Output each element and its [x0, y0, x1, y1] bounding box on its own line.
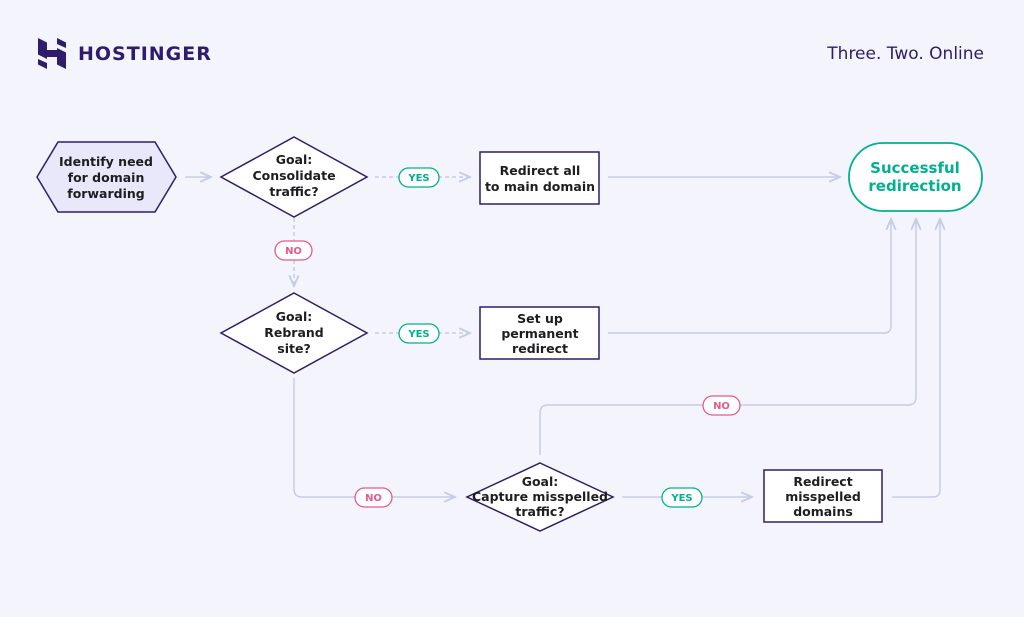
- yes-pill-misspelled-text: YES: [670, 493, 692, 504]
- decision-rebrand-line-1: Goal:: [276, 309, 313, 324]
- process-misspelled-line-3: domains: [793, 504, 853, 519]
- no-pill-consolidate: NO: [274, 240, 313, 261]
- start-node: Identify need for domain forwarding: [36, 141, 177, 213]
- process-redirect-main-line-1: Redirect all: [500, 163, 581, 178]
- process-permanent-line-3: redirect: [512, 341, 568, 356]
- yes-pill-rebrand-text: YES: [407, 329, 429, 340]
- process-misspelled-line-2: misspelled: [785, 489, 861, 504]
- decision-misspelled-line-1: Goal:: [522, 474, 559, 489]
- success-node-line-1: Successful: [870, 159, 960, 177]
- decision-consolidate-traffic: Goal: Consolidate traffic?: [219, 136, 369, 218]
- no-pill-misspelled: NO: [702, 395, 741, 416]
- process-permanent-line-2: permanent: [501, 326, 578, 341]
- no-pill-rebrand: NO: [354, 487, 393, 508]
- decision-rebrand-line-3: site?: [277, 341, 310, 356]
- no-pill-consolidate-text: NO: [285, 246, 302, 257]
- no-pill-rebrand-text: NO: [365, 493, 382, 504]
- no-pill-misspelled-text: NO: [713, 401, 730, 412]
- start-node-line-2: for domain: [68, 170, 145, 185]
- yes-pill-rebrand: YES: [398, 323, 440, 344]
- process-redirect-main: Redirect all to main domain: [479, 151, 600, 205]
- success-node: Successful redirection: [848, 142, 983, 212]
- decision-consolidate-line-1: Goal:: [276, 152, 313, 167]
- yes-pill-misspelled: YES: [661, 487, 703, 508]
- decision-misspelled-line-3: traffic?: [515, 504, 564, 519]
- decision-rebrand-line-2: Rebrand: [264, 325, 324, 340]
- connector-permanent-to-success: [608, 219, 891, 334]
- process-redirect-misspelled: Redirect misspelled domains: [763, 469, 883, 523]
- start-node-line-1: Identify need: [59, 154, 153, 169]
- connector-rebrand-no: [293, 378, 455, 497]
- decision-consolidate-line-3: traffic?: [269, 184, 318, 199]
- yes-pill-consolidate: YES: [398, 167, 440, 188]
- process-redirect-main-line-2: to main domain: [485, 179, 595, 194]
- brand-logo: HOSTINGER: [38, 38, 212, 69]
- connector-redirect-misspelled-to-success: [892, 219, 940, 498]
- process-permanent-redirect: Set up permanent redirect: [479, 306, 600, 360]
- start-node-line-3: forwarding: [67, 186, 144, 201]
- tagline: Three. Two. Online: [827, 44, 984, 64]
- process-misspelled-line-1: Redirect: [793, 474, 852, 489]
- decision-misspelled-line-2: Capture misspelled: [472, 489, 608, 504]
- decision-capture-misspelled: Goal: Capture misspelled traffic?: [465, 462, 615, 532]
- yes-pill-consolidate-text: YES: [407, 173, 429, 184]
- decision-rebrand-site: Goal: Rebrand site?: [219, 292, 369, 374]
- hostinger-h-logo-icon: [38, 38, 66, 69]
- decision-consolidate-line-2: Consolidate: [252, 168, 335, 183]
- brand-name: HOSTINGER: [78, 42, 212, 65]
- process-permanent-line-1: Set up: [517, 311, 563, 326]
- success-node-line-2: redirection: [868, 177, 961, 195]
